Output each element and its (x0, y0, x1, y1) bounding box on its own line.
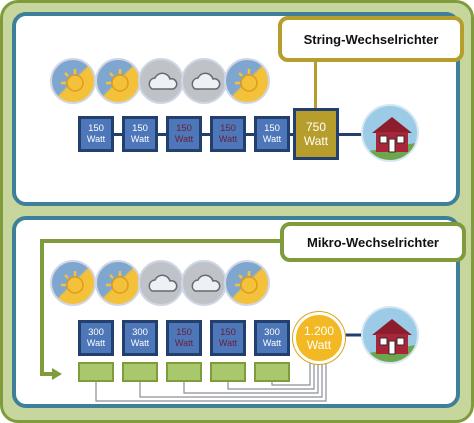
string-inverter-label: String-Wechselrichter (278, 16, 464, 62)
panel-connector (286, 133, 296, 136)
house-icon (361, 104, 419, 162)
panel-connector (198, 133, 212, 136)
sun-icon (95, 260, 141, 306)
sun-icon (50, 58, 96, 104)
panel-connector (154, 133, 168, 136)
micro-inverter (78, 362, 114, 382)
cloud-icon (181, 58, 227, 104)
micro-inverter (254, 362, 290, 382)
sun-icon (224, 58, 270, 104)
sun-icon (95, 58, 141, 104)
panel-connector (242, 133, 256, 136)
cloud-icon (138, 260, 184, 306)
label-connector (314, 60, 317, 110)
micro-inverter-label: Mikro-Wechselrichter (280, 222, 466, 262)
house-icon (361, 306, 419, 364)
inverter-house-connector (337, 133, 363, 136)
micro-inverter (122, 362, 158, 382)
micro-inverter (210, 362, 246, 382)
micro-inverter (166, 362, 202, 382)
panel-connector (110, 133, 124, 136)
sun-icon (50, 260, 96, 306)
sun-icon (224, 260, 270, 306)
cloud-icon (138, 58, 184, 104)
